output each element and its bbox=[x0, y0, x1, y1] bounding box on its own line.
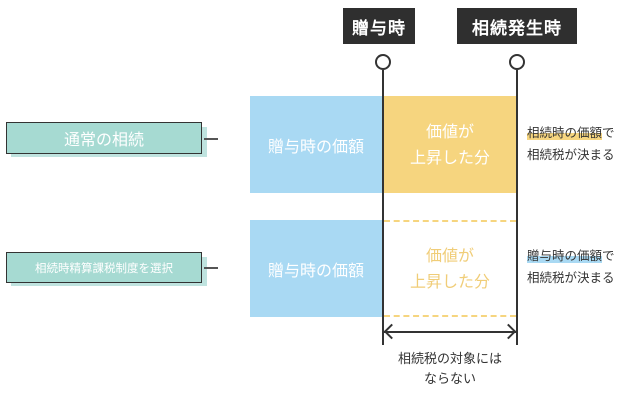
gift-time-line bbox=[382, 70, 384, 345]
gift-value-block-top: 贈与時の価額 bbox=[250, 96, 382, 193]
value-increase-line2-top: 上昇した分 bbox=[409, 147, 490, 167]
top-note-highlight: 相続時の価額 bbox=[527, 125, 603, 140]
gift-value-block-bottom: 贈与時の価額 bbox=[250, 220, 382, 317]
gift-value-text-top: 贈与時の価額 bbox=[267, 136, 364, 156]
value-increase-block-top: 価値が 上昇した分 bbox=[384, 96, 516, 193]
inheritance-time-node bbox=[509, 54, 525, 70]
not-taxable-line1: 相続税の対象には bbox=[397, 352, 502, 367]
settlement-leader-line bbox=[204, 267, 218, 269]
normal-leader-line bbox=[204, 138, 218, 140]
range-arrow-left-head bbox=[383, 323, 400, 340]
gift-value-text-bottom: 贈与時の価額 bbox=[267, 260, 364, 280]
range-arrow-line bbox=[384, 331, 516, 333]
gift-time-label: 贈与時 bbox=[343, 8, 415, 44]
bottom-note-line1: 贈与時の価額で bbox=[527, 245, 615, 267]
top-note-line1: 相続時の価額で bbox=[527, 122, 615, 144]
normal-inheritance-label: 通常の相続 bbox=[6, 122, 202, 154]
bottom-note-highlight: 贈与時の価額 bbox=[527, 248, 603, 263]
value-increase-line1-top: 価値が bbox=[425, 121, 474, 141]
inheritance-time-label: 相続発生時 bbox=[457, 8, 577, 44]
bottom-note-suffix: で bbox=[602, 248, 615, 263]
bottom-note-line2: 相続税が決まる bbox=[527, 270, 615, 285]
gift-time-node bbox=[375, 54, 391, 70]
top-note: 相続時の価額で 相続税が決まる bbox=[527, 122, 615, 166]
not-taxable-line2: ならない bbox=[423, 372, 476, 387]
top-note-suffix: で bbox=[602, 125, 615, 140]
settlement-taxation-label: 相続時精算課税制度を選択 bbox=[6, 252, 202, 283]
bottom-note: 贈与時の価額で 相続税が決まる bbox=[527, 245, 615, 289]
value-increase-block-bottom: 価値が 上昇した分 bbox=[384, 220, 516, 317]
inheritance-time-line bbox=[516, 70, 518, 345]
range-arrow-right-head bbox=[500, 323, 517, 340]
top-note-line2: 相続税が決まる bbox=[527, 147, 615, 162]
not-taxable-caption: 相続税の対象には ならない bbox=[374, 350, 526, 390]
value-increase-line1-bottom: 価値が bbox=[425, 245, 474, 265]
value-increase-line2-bottom: 上昇した分 bbox=[409, 271, 490, 291]
